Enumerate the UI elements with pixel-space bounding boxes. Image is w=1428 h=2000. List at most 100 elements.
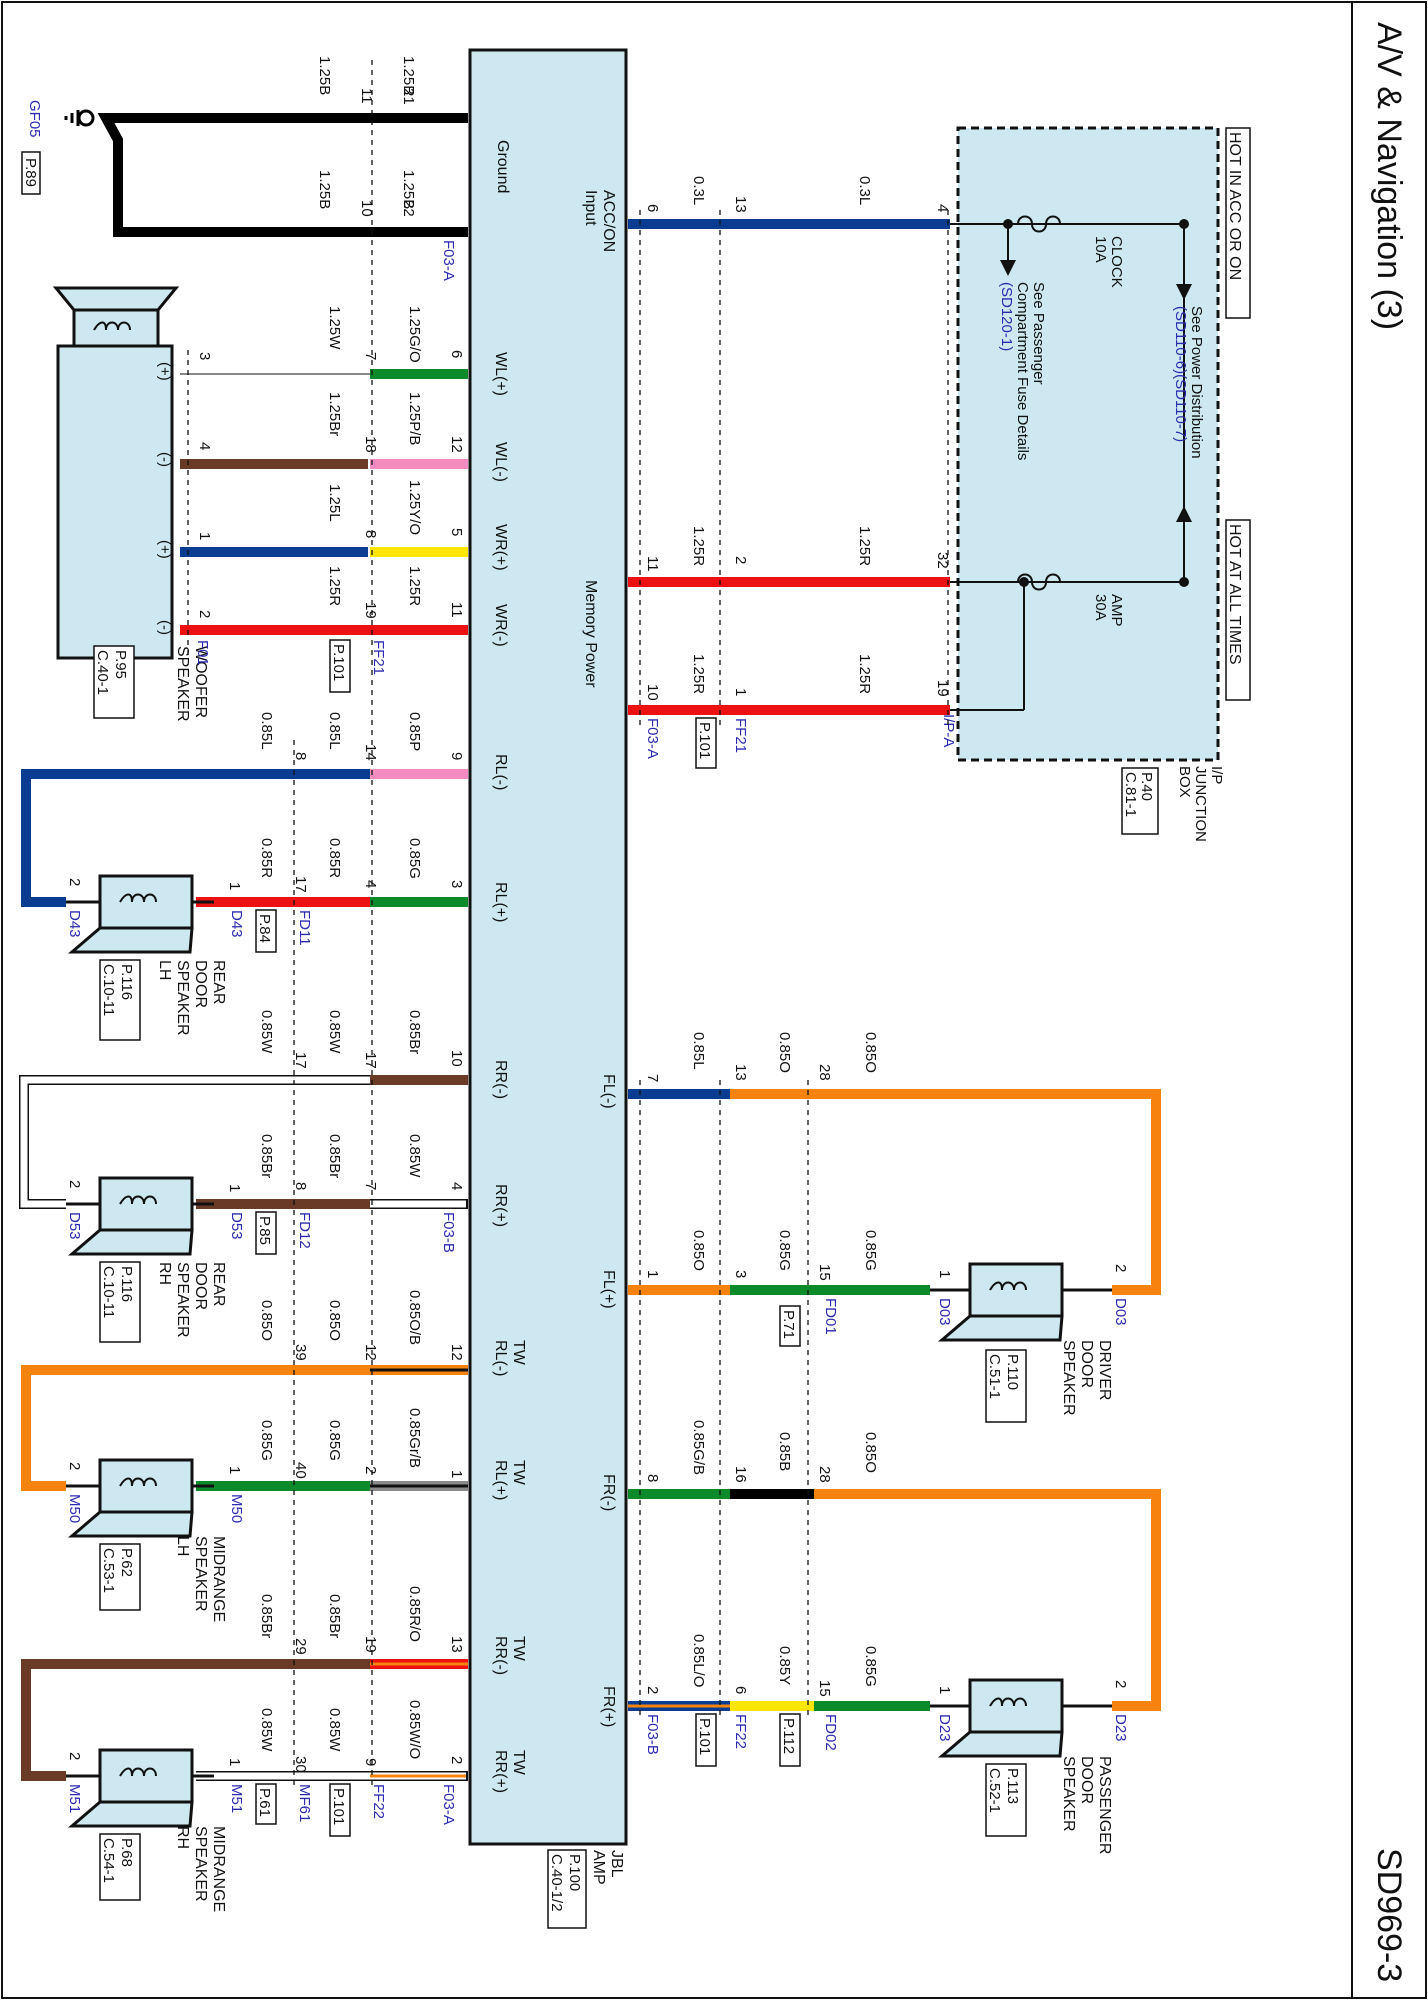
woofer-page: P.95 — [112, 650, 129, 679]
fr-neg-amp-pin: 8 — [644, 1474, 661, 1482]
mr-neg-amp-pin: 13 — [448, 1636, 465, 1653]
woofer-connector: F01 — [194, 640, 211, 666]
woofer-cell: C.40-1 — [94, 650, 111, 695]
fr-pos-amp-wire: 0.85L/O — [690, 1634, 707, 1687]
mr-neg-sp-pin: 2 — [66, 1752, 83, 1760]
fl-pos-mid-wire: 0.85G — [776, 1230, 793, 1271]
mr-pos-mid-wire: 0.85W — [326, 1708, 343, 1752]
passenger-page: P.113 — [1004, 1768, 1021, 1804]
mid-rh-cell: C.54-1 — [100, 1838, 117, 1883]
ml-neg-amp-pin: 12 — [448, 1344, 465, 1361]
fl-pos-sp-pin: 1 — [936, 1270, 953, 1278]
acc-label1: ACC/ON — [600, 190, 617, 252]
ground-wire-1: 1.25B — [400, 56, 417, 95]
mid-lh-circuit: MIDRANGE SPEAKER LH P.62 C.53-1 M50 M50 … — [21, 1290, 527, 1622]
w1-amp-wire: 1.25P/B — [406, 392, 423, 445]
rr-neg-amp-wire: 0.85Br — [406, 1010, 423, 1054]
driver-conn-1: D03 — [1112, 1298, 1129, 1326]
woofer-inline: FF21 — [370, 640, 387, 675]
mid-rh-inline2: FF22 — [370, 1784, 387, 1819]
rear-rh-conn-1: D53 — [66, 1212, 83, 1240]
rear-rh-inline-page: P.85 — [256, 1216, 273, 1245]
w2-sp-wire: 1.25L — [326, 484, 343, 522]
ml-pos-amp-wire: 0.85Gr/B — [406, 1408, 423, 1468]
mr-pos-pin2: 30 — [292, 1756, 309, 1773]
mem-wire-1: 1.25R — [690, 526, 707, 566]
mem-pin-2: 2 — [732, 556, 749, 564]
passenger-speaker — [968, 1678, 1064, 1734]
rl-neg-mid-pin: 14 — [362, 744, 379, 761]
mr-neg-pin2: 29 — [292, 1638, 309, 1655]
w1-amp-pin: 12 — [448, 436, 465, 453]
ground-page: P.89 — [22, 158, 39, 187]
driver-speaker — [968, 1262, 1064, 1318]
driver-inline: FD01 — [822, 1298, 839, 1335]
woofer-inline-page: P.101 — [330, 644, 347, 681]
mem-pin-11: 11 — [644, 556, 661, 572]
passenger-line1: PASSENGER — [1096, 1756, 1113, 1854]
rear-lh-line2: DOOR — [192, 960, 209, 1008]
w1-amp-label: WL(-) — [492, 442, 509, 482]
rr-neg-pin2: 17 — [292, 1052, 309, 1069]
rr-pos-mid-wire: 0.85Br — [326, 1134, 343, 1178]
passenger-line3: SPEAKER — [1060, 1756, 1077, 1832]
mem-ff21-page: P.101 — [696, 722, 713, 759]
fl-pos-amp-pin: 1 — [644, 1270, 661, 1278]
rr-neg-sp-pin: 2 — [66, 1180, 83, 1188]
mem-pin-32: 32 — [934, 552, 951, 569]
passenger-inline2-page: P.101 — [696, 1718, 713, 1755]
mr-pos-mid-pin: 9 — [362, 1758, 379, 1766]
rr-pos-amp-pin: 4 — [448, 1182, 465, 1190]
w3-sp-pin: 2 — [196, 610, 213, 618]
mid-rh-line3: RH — [174, 1826, 191, 1849]
rear-lh-page: P.116 — [118, 964, 135, 1000]
mid-lh-page: P.62 — [118, 1548, 135, 1577]
acc-input-circuit: ACC/ON Input 6 13 4 0.3L 0.3L — [582, 176, 951, 252]
fr-neg-out-wire: 0.85O — [862, 1432, 879, 1473]
mid-rh-page: P.68 — [118, 1838, 135, 1867]
mid-lh-line3: LH — [174, 1536, 191, 1556]
passenger-inline-page: P.112 — [780, 1718, 797, 1754]
rl-pos-mid-wire: 0.85R — [326, 838, 343, 878]
w2-amp-label: WR(+) — [492, 524, 509, 571]
w0-sp-pin: 3 — [196, 352, 213, 360]
ground-outer-wire-2: 1.25B — [316, 170, 333, 209]
ml-pos-mid-wire: 0.85G — [326, 1420, 343, 1461]
rl-pos-mid-pin: 4 — [362, 880, 379, 888]
ml-pos-label1: TW — [510, 1460, 527, 1486]
mr-pos-label2: RR(+) — [492, 1750, 509, 1793]
rl-neg-out-wire: 0.85L — [258, 712, 275, 750]
rl-neg-label: RL(-) — [492, 754, 509, 790]
mid-rh-inline-page: P.61 — [256, 1788, 273, 1817]
mr-neg-mid-wire: 0.85Br — [326, 1594, 343, 1638]
mr-pos-amp-pin: 2 — [448, 1756, 465, 1764]
rl-pos-label: RL(+) — [492, 882, 509, 922]
fl-neg-out-wire: 0.85O — [862, 1032, 879, 1073]
w3-mid-pin: 19 — [362, 602, 379, 619]
amp-page: P.100 — [566, 1854, 583, 1891]
ground-connector: F03-A — [440, 240, 457, 281]
fr-pos-mid-wire: 0.85Y — [776, 1646, 793, 1685]
rear-rh-line4: RH — [156, 1262, 173, 1285]
rear-lh-inline: FD11 — [296, 910, 313, 946]
fr-neg-amp-wire: 0.85G/B — [690, 1420, 707, 1475]
fr-pos-pin2: 15 — [816, 1680, 833, 1697]
amp-line2: AMP — [590, 1850, 607, 1885]
hot-all-label: HOT AT ALL TIMES — [1226, 524, 1243, 665]
rl-neg-amp-pin: 9 — [448, 752, 465, 760]
fr-pos-out-wire: 0.85G — [862, 1646, 879, 1687]
amp-cell: C.40-1/2 — [548, 1854, 565, 1912]
ref-power-codes: (SD110-6)(SD110-7) — [1172, 306, 1189, 442]
ground-ref: GF05 — [26, 100, 43, 138]
mr-pos-out-wire: 0.85W — [258, 1708, 275, 1752]
mid-lh-speaker — [98, 1458, 194, 1514]
w0-amp-wire: 1.25G/O — [406, 306, 423, 363]
rl-pos-amp-wire: 0.85G — [406, 838, 423, 879]
amp-fuse: AMP — [1108, 594, 1125, 627]
driver-circuit: DRIVER DOOR SPEAKER P.110 C.51-1 D03 D03… — [600, 1032, 1161, 1423]
mr-pos-label1: TW — [510, 1750, 527, 1776]
fl-neg-amp-wire: 0.85L — [690, 1032, 707, 1070]
rr-pos-label: RR(+) — [492, 1184, 509, 1227]
rr-pos-sp-pin: 1 — [226, 1184, 243, 1192]
